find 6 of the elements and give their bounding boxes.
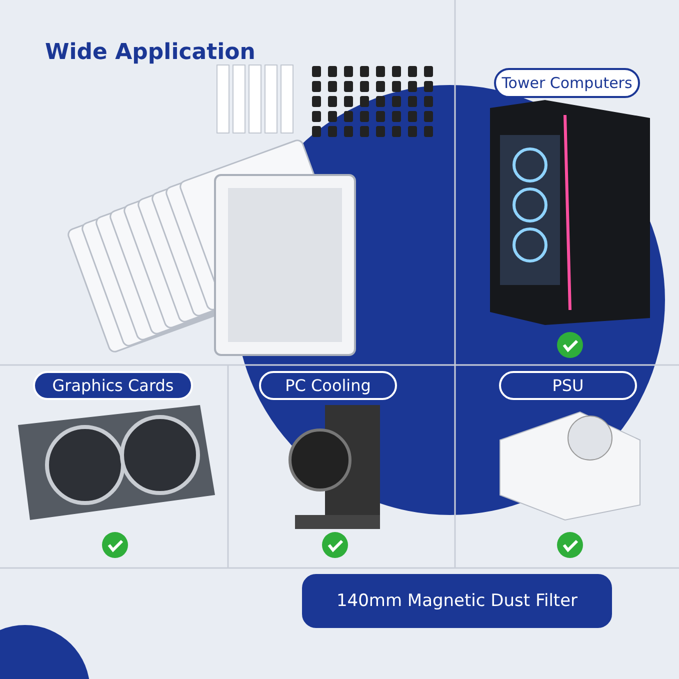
category-label: PSU (499, 371, 637, 400)
category-label: Graphics Cards (33, 371, 193, 400)
heading: Wide Application (45, 40, 256, 65)
category-label: 140mm Magnetic Dust Filter (302, 574, 612, 628)
category-label: Tower Computers (494, 68, 640, 98)
category-label: PC Cooling (259, 371, 397, 400)
